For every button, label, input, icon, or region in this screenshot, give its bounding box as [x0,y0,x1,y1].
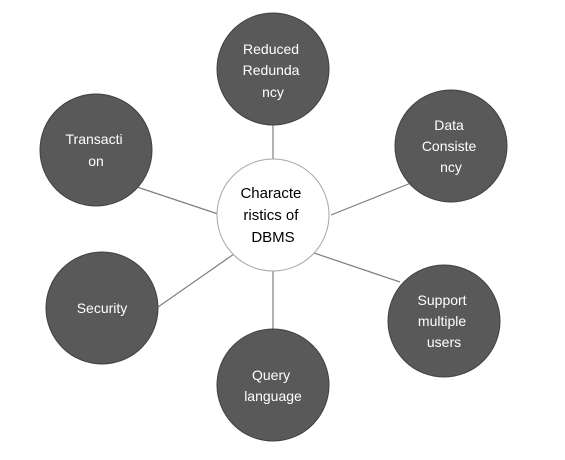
center-node-line-1: Characte [240,185,301,202]
svg-text:Security: Security [77,300,128,316]
node-transaction-line-2: on [88,153,104,169]
node-support-multiple-users-line-1: Support [418,292,467,308]
node-transaction: Transacti on [39,93,153,207]
node-query-language: Query language [216,328,330,442]
center-node-line-3: DBMS [251,229,294,246]
svg-text:Support multiple u: Support multiple users [418,292,471,350]
node-data-consistency: Data Consiste ncy [394,89,508,203]
svg-text:Transacti on: Transacti on [66,131,127,169]
connector-security [157,253,235,308]
svg-text:Reduced Redunda nc: Reduced Redunda ncy [243,41,304,100]
node-reduced-redundancy-line-1: Reduced [243,41,299,57]
svg-text:Query language: Query language [244,367,302,404]
connector-data-consistency [330,182,412,216]
node-data-consistency-line-1: Data [434,117,464,133]
node-reduced-redundancy: Reduced Redunda ncy [216,12,330,126]
node-query-language-line-2: language [244,388,302,404]
node-support-multiple-users: Support multiple users [387,264,501,378]
svg-text:Data Consiste ncy: Data Consiste ncy [422,117,480,175]
connector-transaction [136,186,219,215]
node-reduced-redundancy-line-2: Redunda [243,62,300,78]
node-data-consistency-line-2: Consiste [422,138,477,154]
connector-support-multiple-users [313,252,401,283]
node-query-language-line-1: Query [252,367,290,383]
node-security: Security [45,251,159,365]
node-data-consistency-line-3: ncy [440,159,462,175]
svg-text:Characte ristics of: Characte ristics of DBMS [240,185,305,246]
node-transaction-line-1: Transacti [66,131,123,147]
node-support-multiple-users-line-3: users [427,334,461,350]
node-security-line-1: Security [77,300,128,316]
center-node-line-2: ristics of [243,207,299,224]
node-reduced-redundancy-line-3: ncy [262,84,284,100]
node-support-multiple-users-line-2: multiple [418,313,466,329]
center-node: Characte ristics of DBMS [216,158,330,272]
